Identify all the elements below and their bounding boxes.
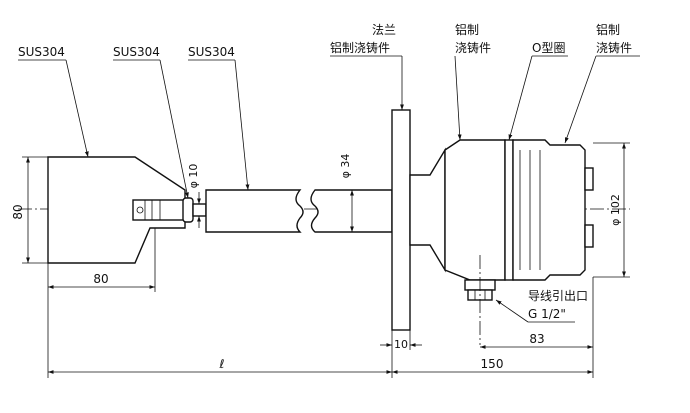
dim-head-length-label: 150 [481,357,504,371]
label-flange-1: 法兰 [372,23,396,37]
cover [512,139,586,281]
cover-lug [584,224,594,248]
leader-thread [495,299,529,323]
housing-neck [409,147,446,273]
tube-left [205,189,304,233]
tube-right [310,189,393,233]
label-cover-2: 浇铸件 [596,40,632,55]
shaft-collar [182,197,194,223]
label-cable-exit: 导线引出口 [528,289,588,303]
label-housing-2: 浇铸件 [455,40,491,55]
dim-tube-label: φ 34 [339,154,352,179]
leader-tube [234,59,250,191]
cover-lug [584,167,594,191]
vane [47,156,186,264]
dim-housing-offset-label: 83 [529,332,544,346]
label-tube-material: SUS304 [188,45,235,59]
leader-housing [454,55,462,141]
dim-insertion-label: ℓ [219,357,225,371]
label-cover-1: 铝制 [596,22,620,37]
leader-o-ring [508,55,533,141]
dim-flange-label: 10 [394,338,408,351]
pin-hole [136,206,144,214]
label-vane-material: SUS304 [18,45,65,59]
housing-body [444,139,506,281]
leader-shaft [159,59,189,199]
label-housing-1: 铝制 [455,22,479,37]
label-flange-2: 铝制浇铸件 [330,40,390,55]
label-thread: G 1/2" [528,307,566,321]
dim-housing-label: φ 102 [609,194,622,226]
label-o-ring: O型圈 [532,41,565,55]
shaft-hub [132,199,189,221]
shaft [192,203,207,217]
o-ring-band [504,139,514,281]
leader-vane [65,59,89,158]
leader-cover [564,55,597,144]
label-shaft-material: SUS304 [113,45,160,59]
dim-vane-length-label: 80 [93,272,108,286]
dim-vane-height-label: 80 [11,204,25,219]
dim-shaft-label: φ 10 [187,164,200,189]
flange [391,109,411,331]
